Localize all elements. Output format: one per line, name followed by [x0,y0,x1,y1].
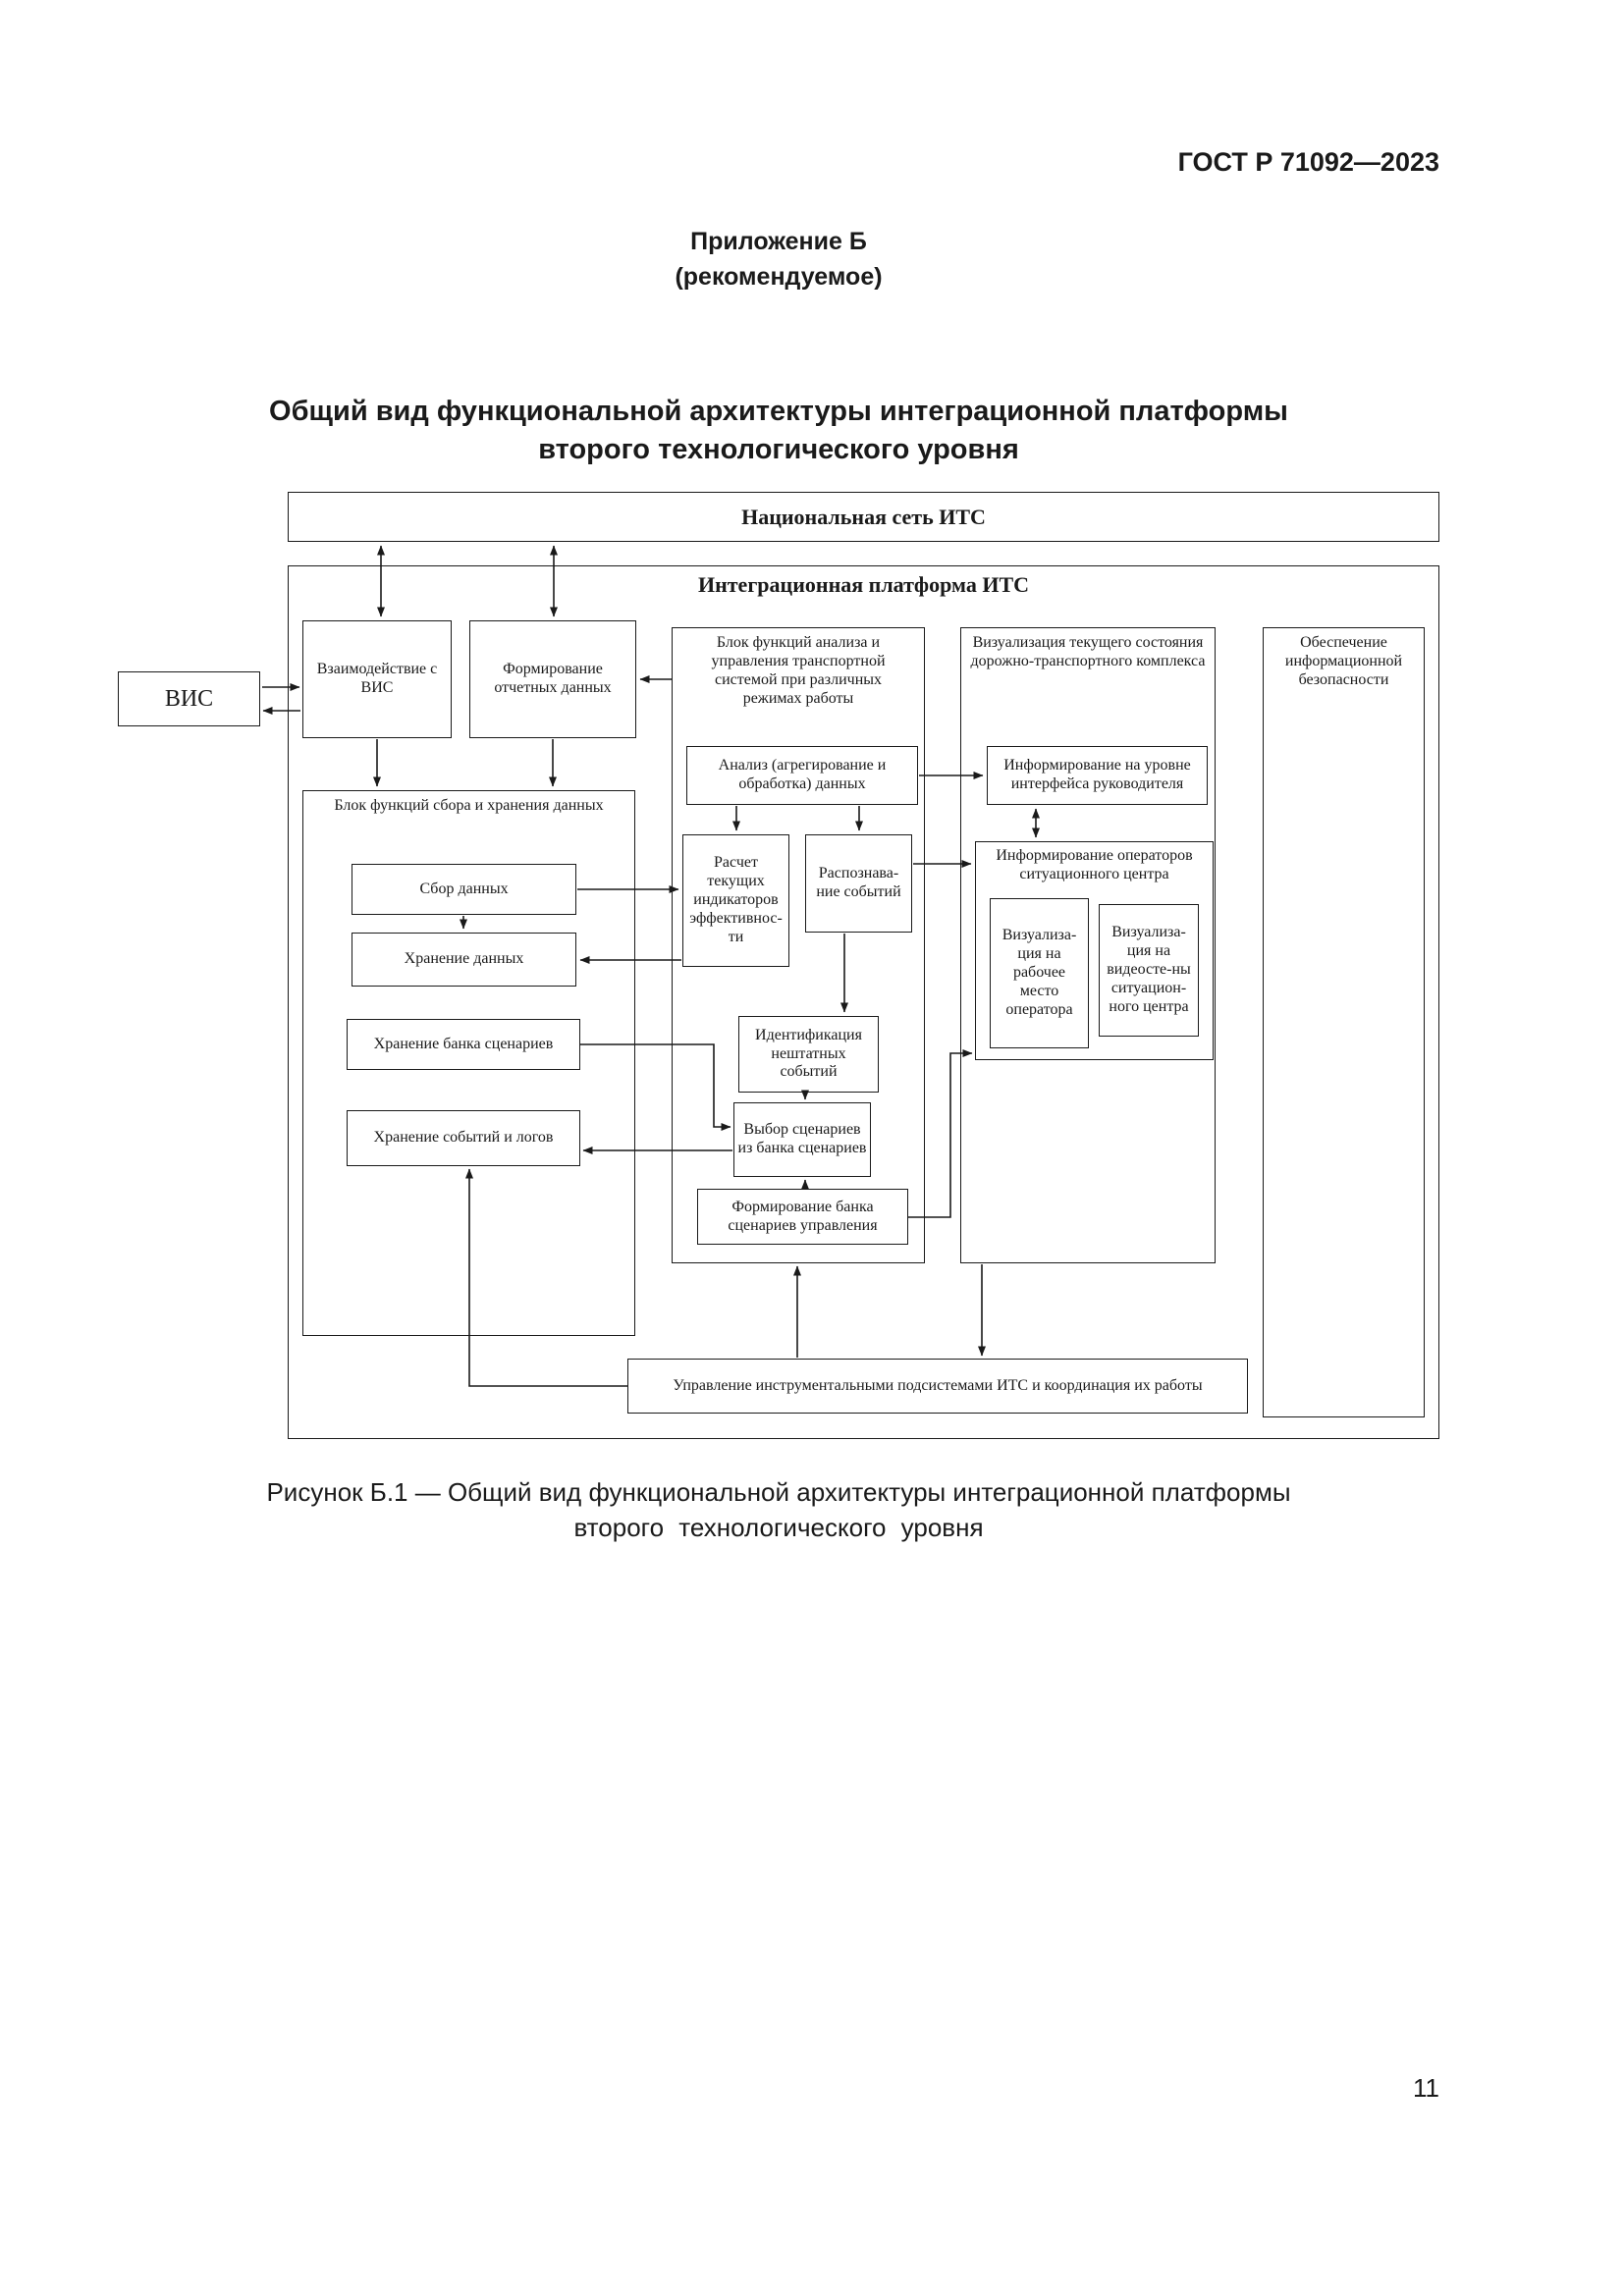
page-number: 11 [1413,2073,1439,2103]
box-data-storage: Хранение данных [352,933,576,987]
container-state-visualization: Визуализация текущего состояния дорожно-… [960,627,1216,1263]
container-information-security: Обеспечение информационной безопасности [1263,627,1425,1417]
box-data-collection: Сбор данных [352,864,576,915]
figure-main-title-line1: Общий вид функциональной архитектуры инт… [269,396,1288,427]
box-kpi-calculation: Расчет текущих индикаторов эффективнос-т… [682,834,789,967]
figure-caption: Рисунок Б.1 — Общий вид функциональной а… [118,1474,1439,1546]
information-security-label: Обеспечение информационной безопасности [1284,634,1403,688]
box-report-generation: Формирование отчетных данных [469,620,636,738]
figure-caption-line2: второго технологического уровня [573,1513,984,1543]
box-scenario-bank-formation: Формирование банка сценариев управления [697,1189,908,1245]
box-national-its-network: Национальная сеть ИТС [288,492,1439,542]
appendix-heading: Приложение Б (рекомендуемое) [118,224,1439,295]
box-subsystem-control: Управление инструментальными подсистемам… [627,1359,1248,1414]
operator-informing-label: Информирование операторов ситуационного … [996,847,1193,882]
state-visualization-label: Визуализация текущего состояния дорожно-… [970,634,1206,669]
analysis-control-label: Блок функций анализа и управления трансп… [711,634,886,707]
box-head-informing: Информирование на уровне интерфейса руко… [987,746,1208,805]
box-event-log-storage: Хранение событий и логов [347,1110,580,1166]
figure-caption-line1: Рисунок Б.1 — Общий вид функциональной а… [266,1477,1291,1507]
data-collection-label: Блок функций сбора и хранения данных [334,797,604,814]
box-vis: ВИС [118,671,260,726]
box-data-analysis: Анализ (агрегирование и обработка) данны… [686,746,918,805]
figure-main-title: Общий вид функциональной архитектуры инт… [118,393,1439,469]
box-incident-identification: Идентификация нештатных событий [738,1016,879,1093]
box-scenario-bank-storage: Хранение банка сценариев [347,1019,580,1070]
box-event-recognition: Распознава-ние событий [805,834,912,933]
integration-platform-label: Интеграционная платформа ИТС [697,572,1030,597]
appendix-note: (рекомендуемое) [675,263,883,292]
document-header: ГОСТ Р 71092—2023 [1177,147,1439,177]
appendix-title: Приложение Б [690,228,867,255]
box-vis-interaction: Взаимодействие с ВИС [302,620,452,738]
box-workplace-visualization: Визуализа-ция на рабочее место оператора [990,898,1089,1048]
container-analysis-control: Блок функций анализа и управления трансп… [672,627,925,1263]
container-integration-platform: Интеграционная платформа ИТС [288,565,1439,1439]
container-operator-informing: Информирование операторов ситуационного … [975,841,1214,1060]
box-scenario-selection: Выбор сценариев из банка сценариев [733,1102,871,1177]
figure-main-title-line2: второго технологического уровня [538,434,1019,466]
box-videowall-visualization: Визуализа-ция на видеосте-ны ситуацион-н… [1099,904,1199,1037]
